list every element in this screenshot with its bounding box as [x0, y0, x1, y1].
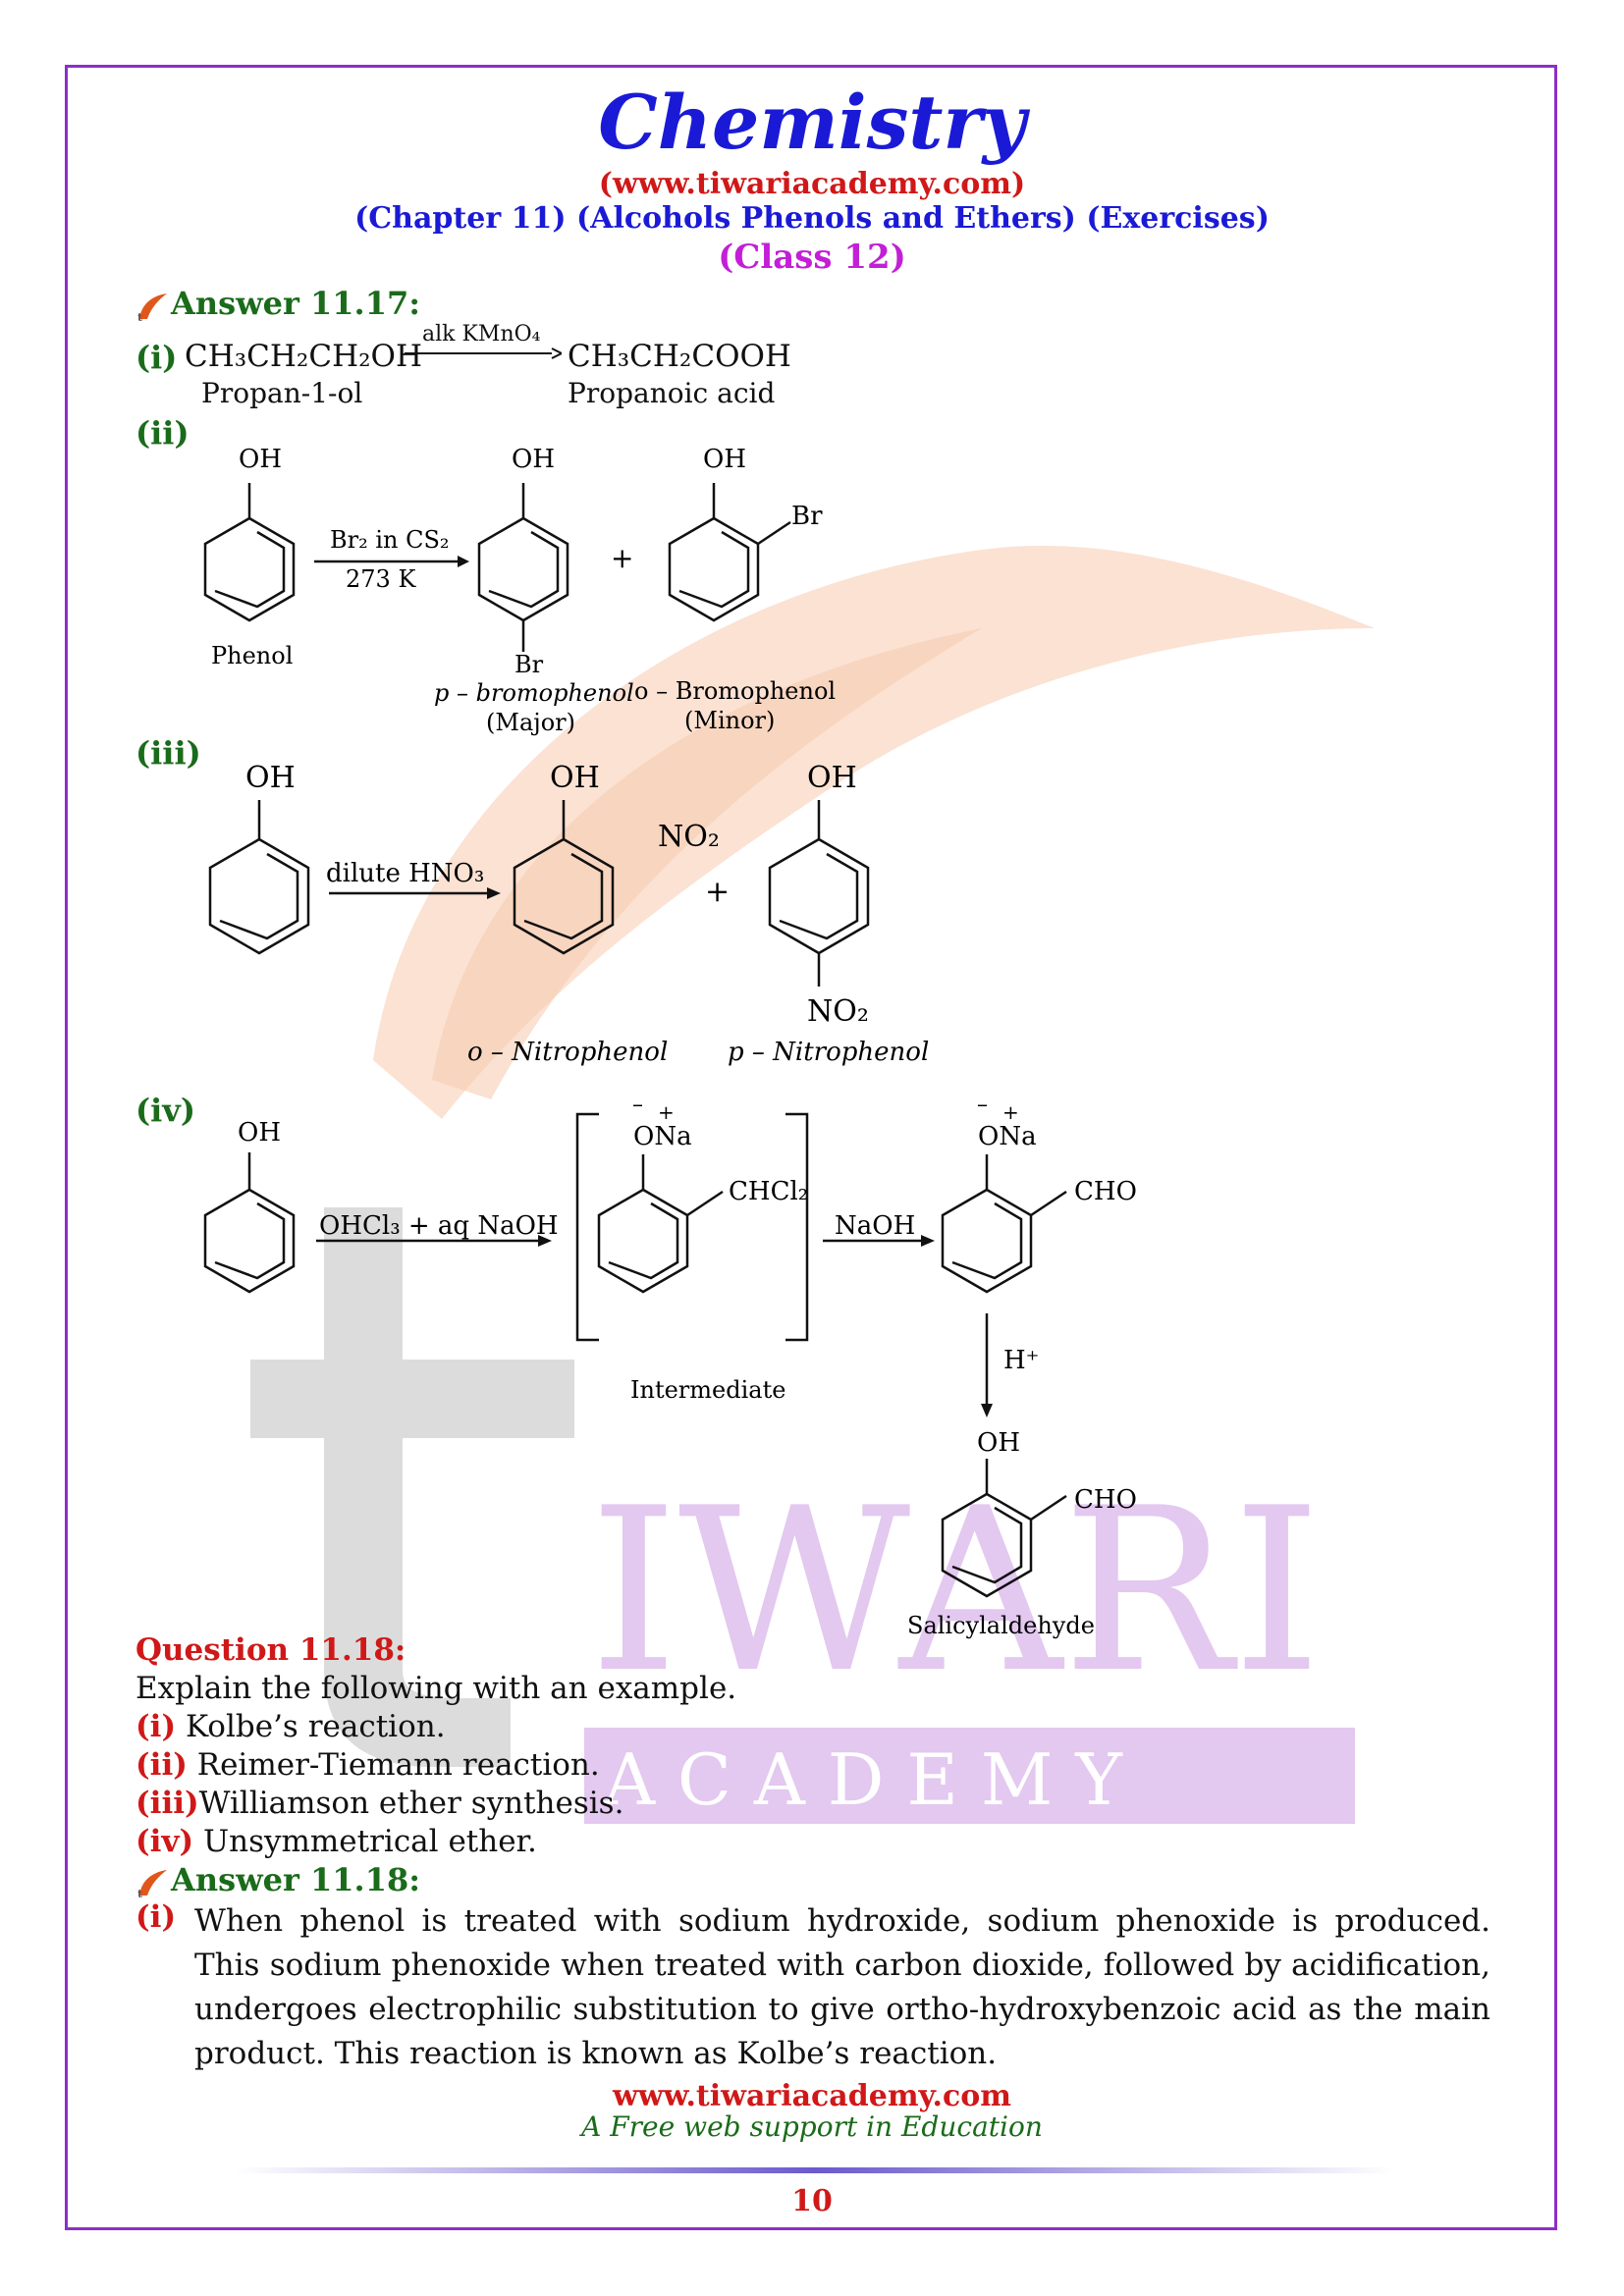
i-product-name: Propanoic acid	[568, 377, 776, 409]
svg-text:OH: OH	[703, 445, 746, 474]
i-reactant-name: Propan-1-ol	[201, 377, 363, 409]
answer-18-label-i: (i)	[135, 1899, 177, 1935]
svg-text:o – Bromophenol: o – Bromophenol	[634, 677, 836, 705]
svg-text:Br: Br	[514, 651, 544, 678]
i-reaction-arrow	[405, 347, 562, 359]
svg-text:Salicylaldehyde: Salicylaldehyde	[907, 1612, 1095, 1639]
svg-text:OH: OH	[239, 445, 282, 474]
svg-text:ONa: ONa	[633, 1122, 692, 1151]
question-18-heading: Question 11.18:	[135, 1632, 406, 1668]
answer-17-label-i: (i)	[135, 339, 178, 376]
svg-text:IWARI: IWARI	[589, 1461, 1322, 1723]
svg-text:OH: OH	[807, 761, 857, 795]
svg-text:OHCl₃ + aq NaOH: OHCl₃ + aq NaOH	[319, 1211, 559, 1241]
svg-text:OH: OH	[238, 1118, 281, 1148]
svg-text:t: t	[137, 1888, 143, 1899]
svg-text:NO₂: NO₂	[807, 994, 869, 1029]
svg-text:+: +	[1002, 1100, 1019, 1124]
page-border	[65, 65, 1557, 2230]
question-18-prompt: Explain the following with an example.	[135, 1671, 737, 1706]
svg-text:+: +	[658, 1100, 675, 1124]
question-18-item-iii: (iii)Williamson ether synthesis.	[135, 1786, 624, 1821]
header-url[interactable]: (www.tiwariacademy.com)	[598, 167, 1026, 201]
footer-tagline: A Free web support in Education	[581, 2110, 1043, 2143]
footer-divider	[236, 2167, 1394, 2173]
answer-17-label-iii: (iii)	[135, 734, 201, 772]
svg-text:(Minor): (Minor)	[684, 707, 775, 734]
page-number: 10	[791, 2184, 833, 2218]
svg-text:ONa: ONa	[978, 1122, 1037, 1151]
answer-17-label-ii: (ii)	[135, 414, 189, 452]
i-reagent: alk KMnO₄	[422, 322, 541, 347]
svg-text:CHO: CHO	[1074, 1177, 1137, 1206]
chapter-line: (Chapter 11) (Alcohols Phenols and Ether…	[354, 201, 1270, 236]
svg-text:t: t	[137, 311, 143, 323]
svg-text:+: +	[611, 542, 633, 574]
svg-text:–: –	[977, 1093, 988, 1117]
svg-text:A C A D E M Y: A C A D E M Y	[603, 1738, 1123, 1821]
svg-text:OH: OH	[550, 761, 600, 795]
svg-text:OH: OH	[245, 761, 296, 795]
svg-text:–: –	[632, 1093, 643, 1117]
svg-text:273 K: 273 K	[346, 565, 416, 593]
i-reactant-formula: CH₃CH₂CH₂OH	[185, 339, 422, 374]
tiwari-logo-icon: t	[137, 293, 167, 323]
i-product-formula: CH₃CH₂COOH	[568, 339, 791, 374]
svg-text:Br: Br	[791, 502, 823, 531]
tiwari-logo-icon: t	[137, 1869, 167, 1899]
question-18-item-i: (i) Kolbe’s reaction.	[135, 1709, 446, 1744]
svg-text:NO₂: NO₂	[658, 820, 720, 854]
answer-17-label-iv: (iv)	[135, 1092, 196, 1129]
svg-text:OH: OH	[512, 445, 555, 474]
svg-text:NaOH: NaOH	[835, 1211, 915, 1241]
svg-text:+: +	[705, 875, 730, 909]
footer-url[interactable]: www.tiwariacademy.com	[612, 2079, 1012, 2113]
class-line: (Class 12)	[718, 238, 906, 277]
svg-text:H⁺: H⁺	[1003, 1346, 1039, 1375]
svg-text:dilute HNO₃: dilute HNO₃	[326, 859, 484, 888]
svg-text:(Major): (Major)	[486, 709, 575, 736]
svg-text:Br₂ in CS₂: Br₂ in CS₂	[330, 526, 450, 554]
question-18-item-iv: (iv) Unsymmetrical ether.	[135, 1824, 537, 1859]
svg-text:p – bromophenol: p – bromophenol	[434, 679, 634, 707]
svg-text:o – Nitrophenol: o – Nitrophenol	[467, 1038, 668, 1067]
svg-text:OH: OH	[977, 1428, 1020, 1458]
page-title: Chemistry	[598, 79, 1026, 166]
svg-text:CHO: CHO	[1074, 1485, 1137, 1515]
svg-text:Intermediate: Intermediate	[630, 1376, 785, 1404]
answer-18-text-i: When phenol is treated with sodium hydro…	[194, 1903, 1490, 2071]
question-18-item-ii: (ii) Reimer-Tiemann reaction.	[135, 1747, 600, 1783]
svg-text:Phenol: Phenol	[211, 642, 293, 669]
svg-text:CHCl₂: CHCl₂	[729, 1177, 808, 1206]
svg-text:p – Nitrophenol: p – Nitrophenol	[728, 1038, 929, 1067]
